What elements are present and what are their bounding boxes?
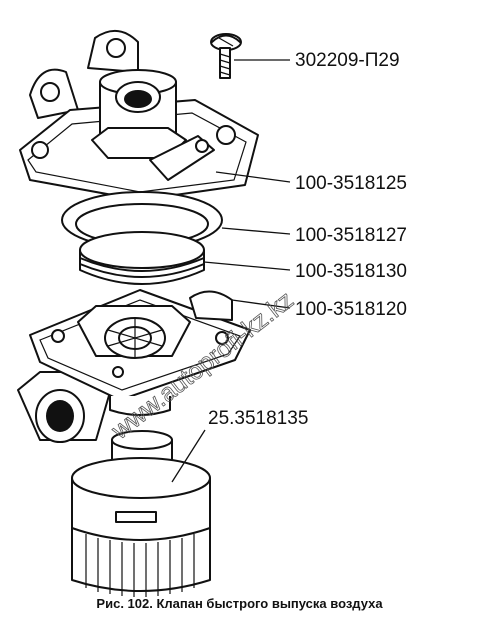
label-ring: 100-3518127 — [295, 225, 407, 246]
label-muffler: 25.3518135 — [208, 408, 308, 429]
diaphragm-part — [79, 231, 205, 285]
muffler-part — [71, 430, 211, 597]
label-housing: 100-3518125 — [295, 173, 407, 194]
housing-part — [19, 30, 259, 201]
label-cover: 100-3518120 — [295, 299, 407, 320]
leader-lines — [171, 59, 291, 483]
label-screw: 302209-П29 — [295, 50, 400, 71]
label-diaphragm: 100-3518130 — [295, 261, 407, 282]
cover-part — [17, 289, 251, 443]
figure-caption: Рис. 102. Клапан быстрого выпуска воздух… — [96, 596, 383, 611]
screw-part — [210, 33, 242, 79]
